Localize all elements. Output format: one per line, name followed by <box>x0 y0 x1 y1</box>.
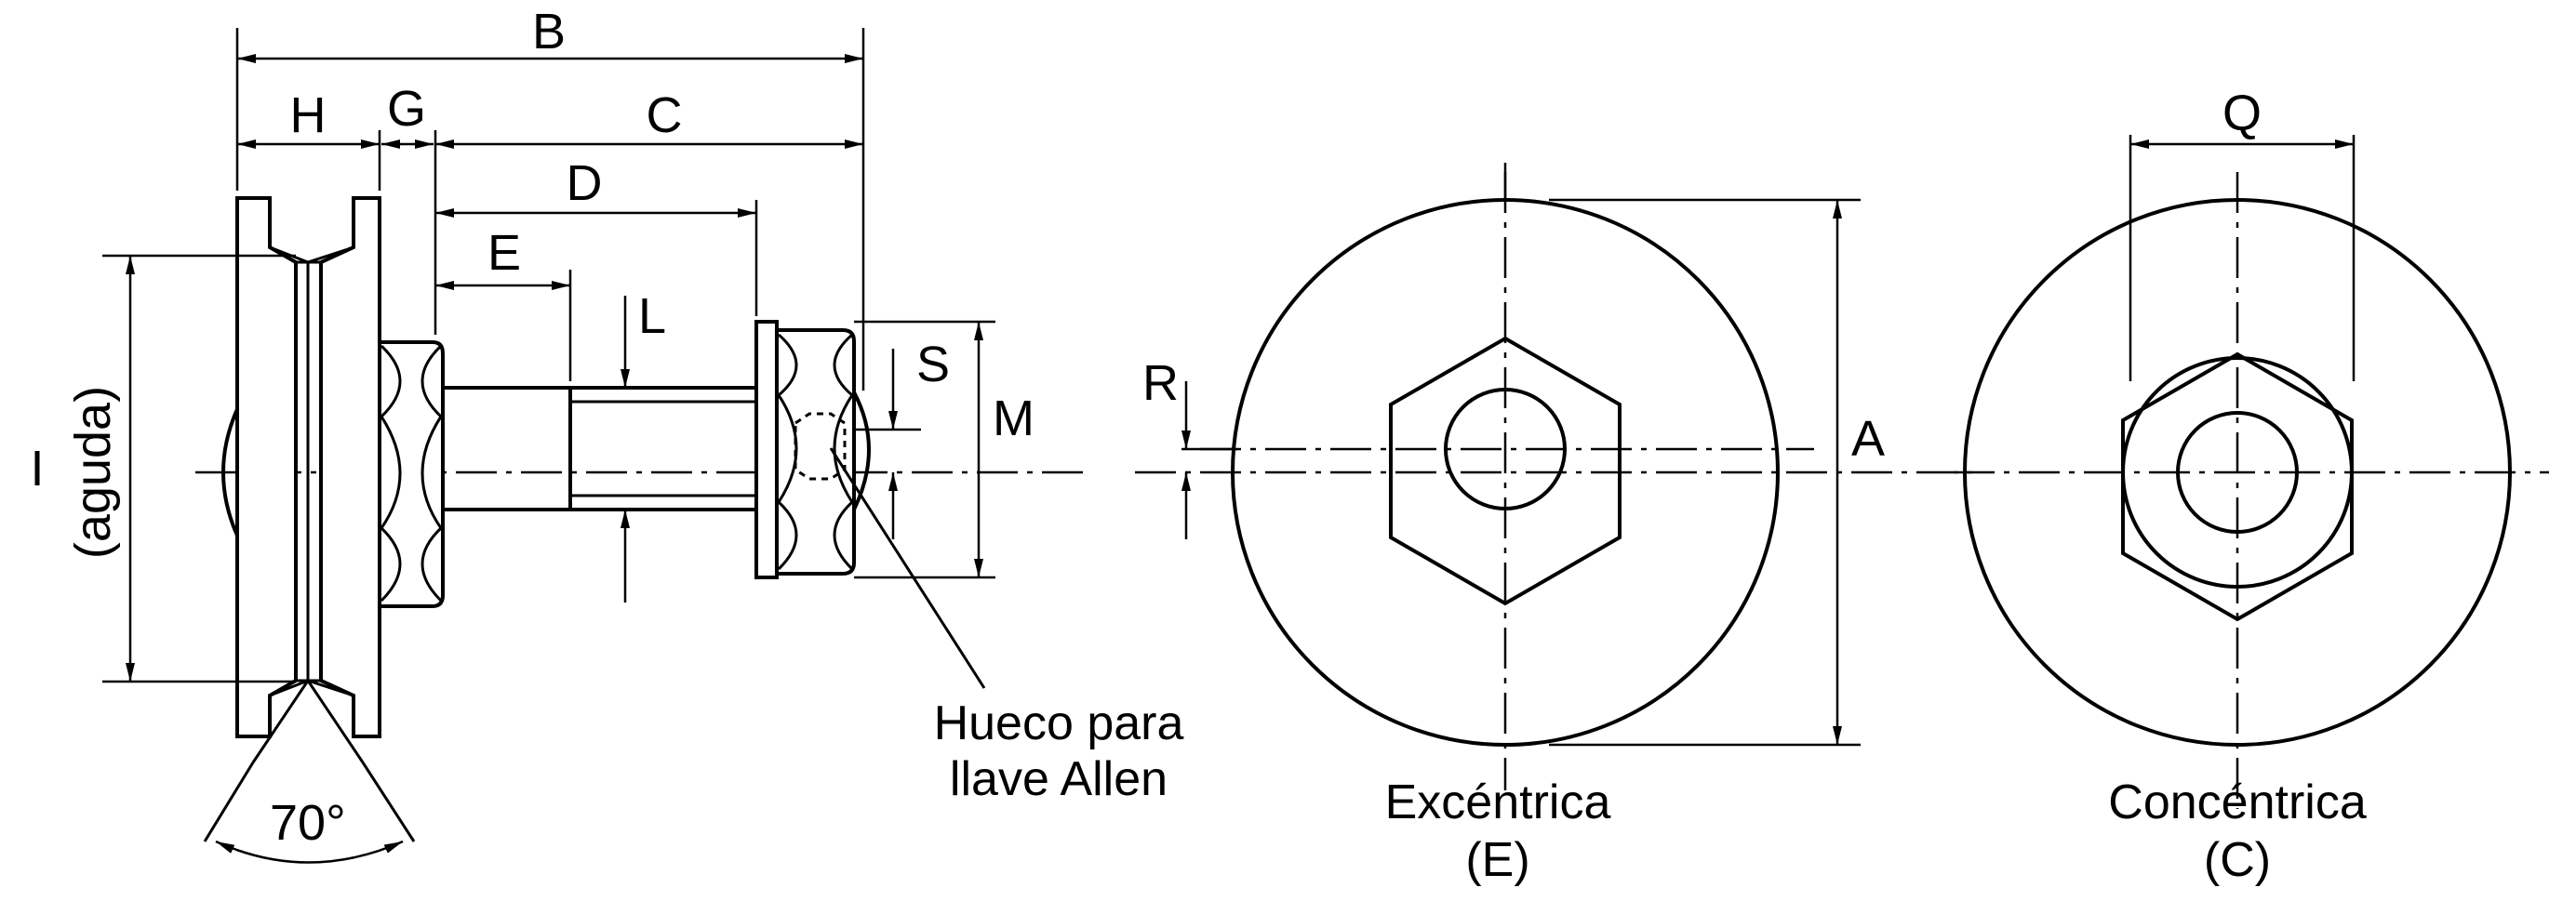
label-r: R <box>1142 355 1179 411</box>
concentric-name: Concéntrica <box>2108 775 2367 829</box>
allen-note-line2: llave Allen <box>950 752 1168 806</box>
eccentric-name: Excéntrica <box>1385 775 1611 829</box>
concentric-view: Q Concéntrica (C) <box>1954 86 2549 887</box>
groove-angle <box>203 680 416 864</box>
label-s: S <box>916 337 950 392</box>
outer-hex-nut <box>775 328 871 576</box>
concentric-code: (C) <box>2204 833 2271 887</box>
concentric-hex-nut <box>2121 351 2354 622</box>
inner-hex-nut <box>378 340 445 608</box>
allen-note-line1: Hueco para <box>934 696 1184 750</box>
eccentric-bolt-section <box>1444 388 1567 510</box>
label-c: C <box>647 87 683 143</box>
label-q: Q <box>2222 86 2262 141</box>
side-view: 70° B H G C D E L S <box>30 4 1184 864</box>
label-g: G <box>387 81 426 137</box>
eccentric-code: (E) <box>1465 833 1529 887</box>
label-d: D <box>567 155 603 211</box>
label-i: I <box>30 441 44 497</box>
label-m: M <box>993 391 1034 446</box>
washer <box>754 320 779 579</box>
angle-label: 70° <box>270 795 346 851</box>
eccentric-hex-nut <box>1389 336 1622 606</box>
label-l: L <box>638 288 666 344</box>
label-a: A <box>1851 411 1885 467</box>
label-h: H <box>290 87 327 143</box>
eccentric-view: R A Excéntrica (E) <box>1135 163 1972 887</box>
concentric-bolt-section <box>2176 411 2299 534</box>
wheel-hub-bump <box>221 408 239 537</box>
concentric-washer <box>2121 356 2354 589</box>
axle-shaft <box>443 386 758 511</box>
allen-leader-line <box>829 447 986 689</box>
label-b: B <box>532 4 566 60</box>
v-groove-wheel <box>235 196 381 738</box>
label-e: E <box>487 225 521 281</box>
label-aguda: (aguda) <box>65 386 121 559</box>
